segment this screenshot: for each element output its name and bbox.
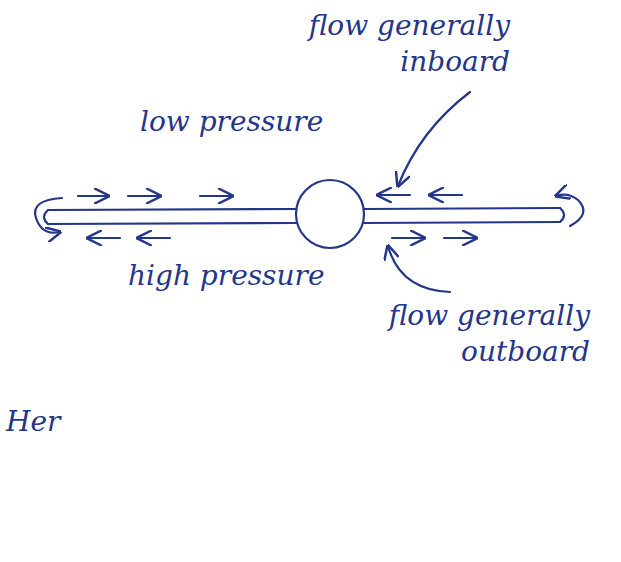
tip-vortex-arrow (556, 195, 583, 226)
flow-annotation: flow generally outboard (340, 298, 590, 370)
wing-tip (44, 208, 564, 224)
fuselage-circle (296, 180, 364, 248)
flow-arrow (378, 194, 410, 196)
leader-line (388, 246, 450, 292)
flow-arrow (78, 195, 108, 197)
flow-annotation: flow generally inboard (250, 8, 510, 80)
leader-line (398, 92, 470, 186)
tip-vortex-arrow (35, 198, 62, 233)
wing-upper-surface (48, 208, 560, 210)
flow-arrow (138, 237, 170, 239)
flow-arrow (430, 194, 462, 196)
flow-arrow (128, 195, 160, 197)
wing-lower-surface (48, 222, 560, 224)
pressure-label: low pressure (140, 104, 380, 140)
flow-arrow (392, 237, 424, 239)
flow-arrow (200, 195, 232, 197)
partial-note: Her (6, 404, 126, 440)
pressure-label: high pressure (128, 258, 368, 294)
flow-arrow (88, 237, 120, 239)
flow-arrow (444, 237, 476, 239)
